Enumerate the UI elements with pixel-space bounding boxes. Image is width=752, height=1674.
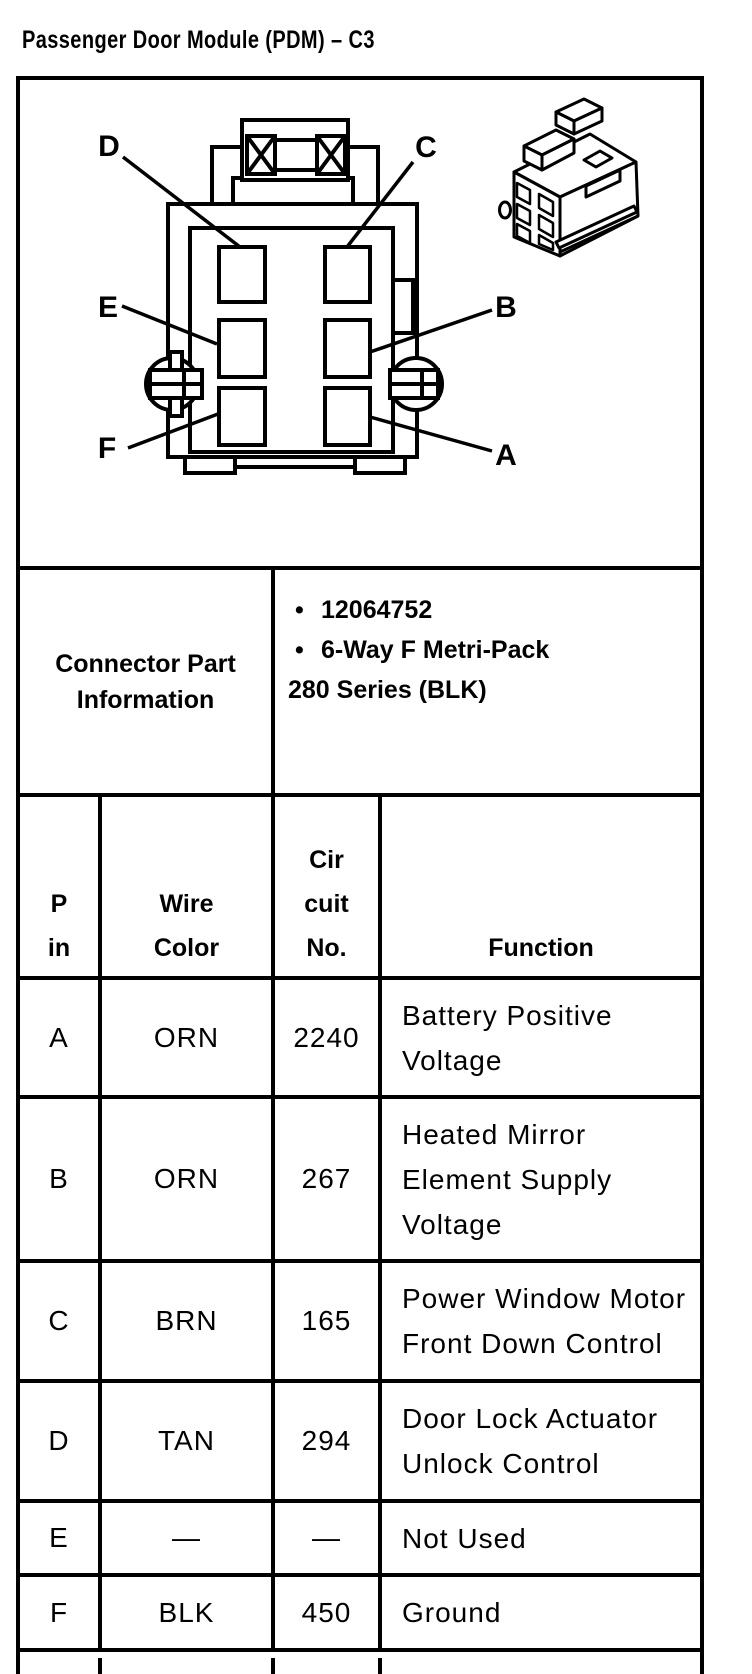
part-type: 6-Way F Metri-Pack bbox=[321, 636, 550, 664]
function-cell: Battery Positive Voltage bbox=[382, 980, 700, 1095]
function-text: Power Window Motor Front Down Control bbox=[402, 1283, 687, 1359]
bullet-icon: • bbox=[295, 596, 304, 624]
left-latch bbox=[144, 350, 204, 418]
wire-color-cell: BRN bbox=[102, 1263, 275, 1379]
function-text: Battery Positive Voltage bbox=[402, 999, 613, 1076]
header-function: Function bbox=[488, 934, 594, 962]
circuit-cell: 2240 bbox=[275, 980, 382, 1095]
pinout-table-header: P in Wire Color Cir cuit No. Function bbox=[20, 797, 700, 980]
circuit-cell: 165 bbox=[275, 1263, 382, 1379]
page-title: Passenger Door Module (PDM) – C3 bbox=[22, 26, 375, 54]
part-info-details: • 12064752 • 6-Way F Metri-Pack 280 Seri… bbox=[275, 570, 700, 793]
part-type-continuation: 280 Series (BLK) bbox=[288, 676, 487, 704]
table-row: E — — Not Used bbox=[20, 1503, 700, 1577]
table-gridline-stub bbox=[378, 1658, 382, 1674]
circuit-cell: — bbox=[275, 1503, 382, 1573]
connector-part-info-row: Connector Part Information • 12064752 • … bbox=[20, 570, 700, 797]
function-text: Door Lock Actuator Unlock Control bbox=[402, 1403, 659, 1479]
pin-callout-labels: D C E B F A bbox=[98, 130, 517, 472]
function-cell: Power Window Motor Front Down Control bbox=[382, 1263, 700, 1379]
wire-color-cell: — bbox=[102, 1503, 275, 1573]
part-number-item: • 12064752 bbox=[288, 590, 690, 630]
right-latch bbox=[388, 356, 444, 412]
part-type-item: • 6-Way F Metri-Pack bbox=[288, 630, 690, 670]
connector-body bbox=[166, 202, 419, 475]
table-row: F BLK 450 Ground bbox=[20, 1577, 700, 1652]
pin-leader-lines bbox=[121, 155, 493, 453]
pin-label-c: C bbox=[415, 131, 437, 164]
table-row: B ORN 267 Heated Mirror Element Supply V… bbox=[20, 1099, 700, 1263]
circuit-cell: 267 bbox=[275, 1099, 382, 1259]
header-wire-color: Wire Color bbox=[102, 797, 275, 976]
pin-label-f: F bbox=[98, 432, 116, 465]
pin-cell: C bbox=[20, 1263, 102, 1379]
wire-color-cell: BLK bbox=[102, 1577, 275, 1648]
header-pin: P in bbox=[20, 797, 102, 976]
table-row: D TAN 294 Door Lock Actuator Unlock Cont… bbox=[20, 1383, 700, 1503]
function-cell: Door Lock Actuator Unlock Control bbox=[382, 1383, 700, 1499]
pin-label-d: D bbox=[98, 130, 120, 163]
pin-cell: E bbox=[20, 1503, 102, 1573]
pin-label-b: B bbox=[495, 291, 517, 324]
table-gridline-stub bbox=[271, 1658, 275, 1674]
circuit-cell: 294 bbox=[275, 1383, 382, 1499]
table-row: C BRN 165 Power Window Motor Front Down … bbox=[20, 1263, 700, 1383]
circuit-cell: 450 bbox=[275, 1577, 382, 1648]
function-text: Not Used bbox=[402, 1522, 527, 1554]
table-gridline-stub bbox=[98, 1658, 102, 1674]
connector-diagram-section: D C E B F A bbox=[20, 80, 700, 570]
function-text: Heated Mirror Element Supply Voltage bbox=[402, 1118, 613, 1240]
bullet-icon: • bbox=[295, 636, 304, 664]
connector-lock-tab bbox=[210, 118, 380, 207]
pin-label-e: E bbox=[98, 291, 118, 324]
pin-label-a: A bbox=[495, 439, 517, 472]
pin-cavities bbox=[217, 245, 372, 447]
pin-cell: F bbox=[20, 1577, 102, 1648]
wire-color-cell: TAN bbox=[102, 1383, 275, 1499]
function-cell: Heated Mirror Element Supply Voltage bbox=[382, 1099, 700, 1259]
part-number: 12064752 bbox=[321, 596, 433, 624]
function-text: Ground bbox=[402, 1597, 502, 1628]
table-row: A ORN 2240 Battery Positive Voltage bbox=[20, 980, 700, 1099]
part-info-label: Connector Part Information bbox=[20, 570, 275, 793]
connector-diagram: D C E B F A bbox=[98, 97, 640, 475]
function-cell: Not Used bbox=[382, 1503, 700, 1573]
function-cell: Ground bbox=[382, 1577, 700, 1648]
document-table-frame: D C E B F A Connector Part Information •… bbox=[16, 76, 704, 1674]
wire-color-cell: ORN bbox=[102, 1099, 275, 1259]
connector-3d-view bbox=[498, 97, 640, 258]
pin-cell: A bbox=[20, 980, 102, 1095]
header-circuit-no: Cir cuit No. bbox=[275, 797, 382, 976]
wire-color-cell: ORN bbox=[102, 980, 275, 1095]
pin-cell: B bbox=[20, 1099, 102, 1259]
pin-cell: D bbox=[20, 1383, 102, 1499]
